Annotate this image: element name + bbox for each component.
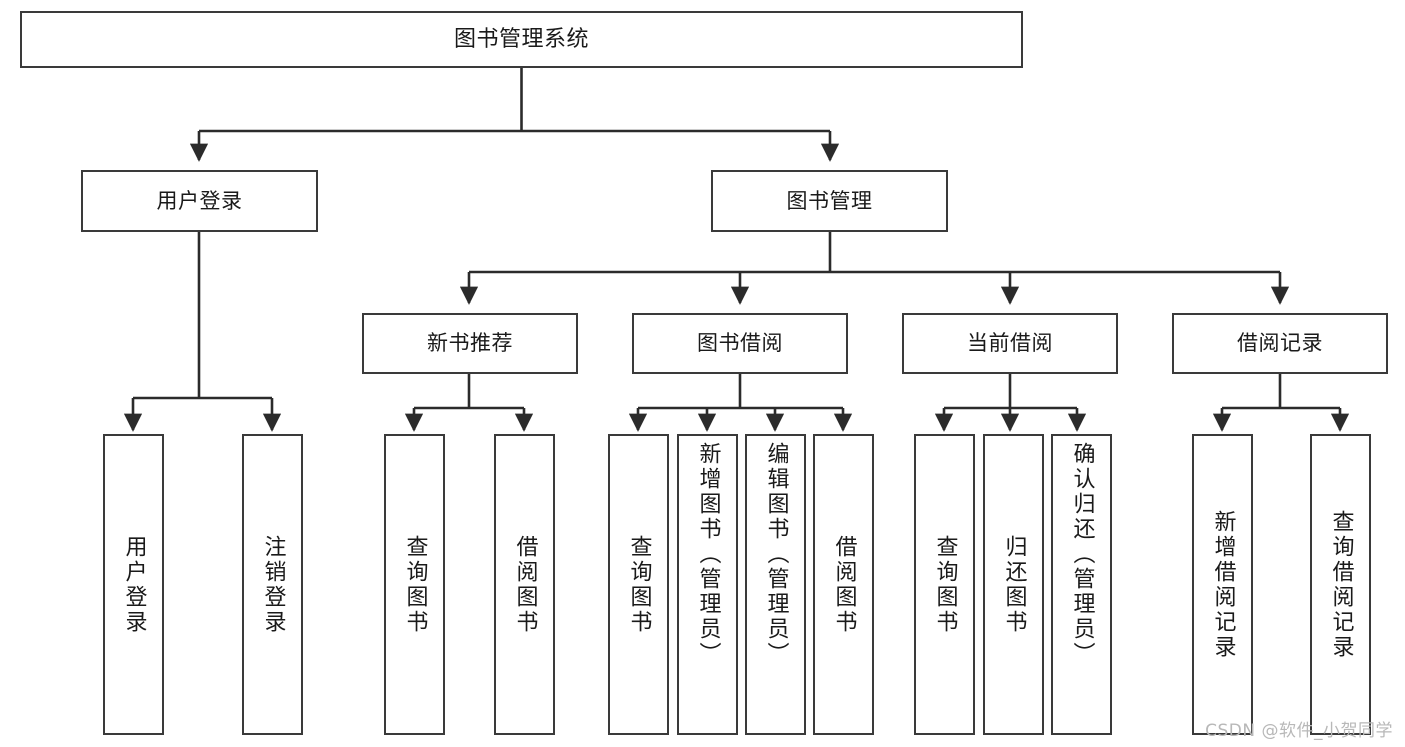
node-label: 新增图书（管理员） (695, 442, 721, 667)
leaf-borrow-add-book-admin[interactable]: 新增图书（管理员） (677, 434, 738, 735)
node-book-management[interactable]: 图书管理 (711, 170, 948, 232)
leaf-current-return-book[interactable]: 归还图书 (983, 434, 1044, 735)
node-label: 新书推荐 (427, 331, 513, 356)
node-label: 用户登录 (156, 188, 243, 213)
leaf-record-query-record[interactable]: 查询借阅记录 (1310, 434, 1371, 735)
leaf-current-query-book[interactable]: 查询图书 (914, 434, 975, 735)
leaf-record-add-record[interactable]: 新增借阅记录 (1192, 434, 1253, 735)
node-new-book-recommend[interactable]: 新书推荐 (362, 313, 578, 374)
node-label: 归还图书 (1001, 534, 1027, 635)
node-label: 当前借阅 (967, 331, 1053, 356)
leaf-recommend-query-book[interactable]: 查询图书 (384, 434, 445, 735)
node-user-login[interactable]: 用户登录 (81, 170, 318, 232)
node-label: 新增借阅记录 (1210, 509, 1236, 660)
node-book-borrow[interactable]: 图书借阅 (632, 313, 848, 374)
node-label: 借阅图书 (512, 534, 538, 635)
node-root-system[interactable]: 图书管理系统 (20, 11, 1023, 68)
node-current-borrow[interactable]: 当前借阅 (902, 313, 1118, 374)
leaf-borrow-query-book[interactable]: 查询图书 (608, 434, 669, 735)
node-label: 查询图书 (932, 534, 958, 635)
node-label: 确认归还（管理员） (1069, 442, 1095, 667)
node-label: 查询图书 (402, 534, 428, 635)
node-label: 注销登录 (260, 534, 286, 635)
node-borrow-record[interactable]: 借阅记录 (1172, 313, 1388, 374)
node-label: 用户登录 (121, 534, 147, 635)
node-label: 编辑图书（管理员） (763, 442, 789, 667)
leaf-borrow-borrow-book[interactable]: 借阅图书 (813, 434, 874, 735)
leaf-current-confirm-return-admin[interactable]: 确认归还（管理员） (1051, 434, 1112, 735)
node-label: 查询借阅记录 (1328, 509, 1354, 660)
leaf-user-login-login[interactable]: 用户登录 (103, 434, 164, 735)
node-label: 图书借阅 (697, 331, 783, 356)
leaf-recommend-borrow-book[interactable]: 借阅图书 (494, 434, 555, 735)
node-label: 借阅记录 (1237, 331, 1323, 356)
leaf-borrow-edit-book-admin[interactable]: 编辑图书（管理员） (745, 434, 806, 735)
node-label: 查询图书 (626, 534, 652, 635)
leaf-user-login-logout[interactable]: 注销登录 (242, 434, 303, 735)
node-label: 图书管理系统 (453, 26, 589, 52)
node-label: 借阅图书 (831, 534, 857, 635)
node-label: 图书管理 (786, 188, 873, 213)
watermark-text: CSDN @软件_小贺同学 (1205, 721, 1393, 741)
